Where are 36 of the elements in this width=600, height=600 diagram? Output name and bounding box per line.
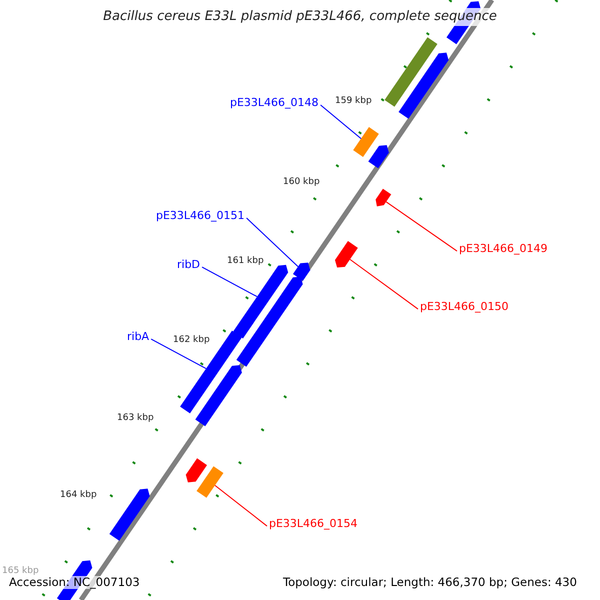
gene-label: ribA (127, 331, 150, 344)
gene-label: pE33L466_0150 (420, 301, 509, 314)
leader-line (202, 266, 258, 298)
scale-label: 161 kbp (227, 257, 264, 267)
leader-line (386, 201, 458, 252)
gene-feature (233, 264, 288, 338)
gene-feature (236, 276, 303, 367)
gene-feature (195, 365, 242, 426)
gene-label: ribD (177, 259, 200, 272)
scale-label: 159 kbp (335, 97, 372, 107)
gene-feature (334, 241, 358, 268)
gene-feature (196, 466, 224, 498)
summary-text: Topology: circular; Length: 466,370 bp; Genes: 430 (283, 576, 577, 589)
gene-label: pE33L466_0151 (156, 210, 245, 222)
gene-label: pE33L466_0148 (230, 97, 319, 110)
gene-label: pE33L466_0149 (459, 243, 548, 256)
gene-feature (109, 488, 150, 541)
scale-label: 162 kbp (173, 336, 210, 346)
leader-line (246, 218, 299, 268)
scale-label: 164 kbp (60, 491, 97, 501)
accession-text: Accession: NC_007103 (9, 576, 140, 589)
gene-feature (368, 145, 389, 168)
gene-feature (353, 127, 379, 157)
gene-feature (292, 262, 310, 281)
leader-line (214, 484, 268, 527)
gene-feature (186, 458, 208, 482)
leader-line (349, 258, 418, 310)
gene-feature (398, 52, 449, 119)
gene-feature (376, 188, 392, 206)
leader-line (320, 104, 362, 140)
gene-feature (384, 37, 438, 107)
scale-label: 165 kbp (2, 567, 39, 577)
leader-line (150, 338, 207, 370)
scale-label: 163 kbp (117, 414, 154, 424)
gene-label: pE33L466_0154 (269, 518, 358, 530)
scale-label: 160 kbp (283, 178, 320, 188)
